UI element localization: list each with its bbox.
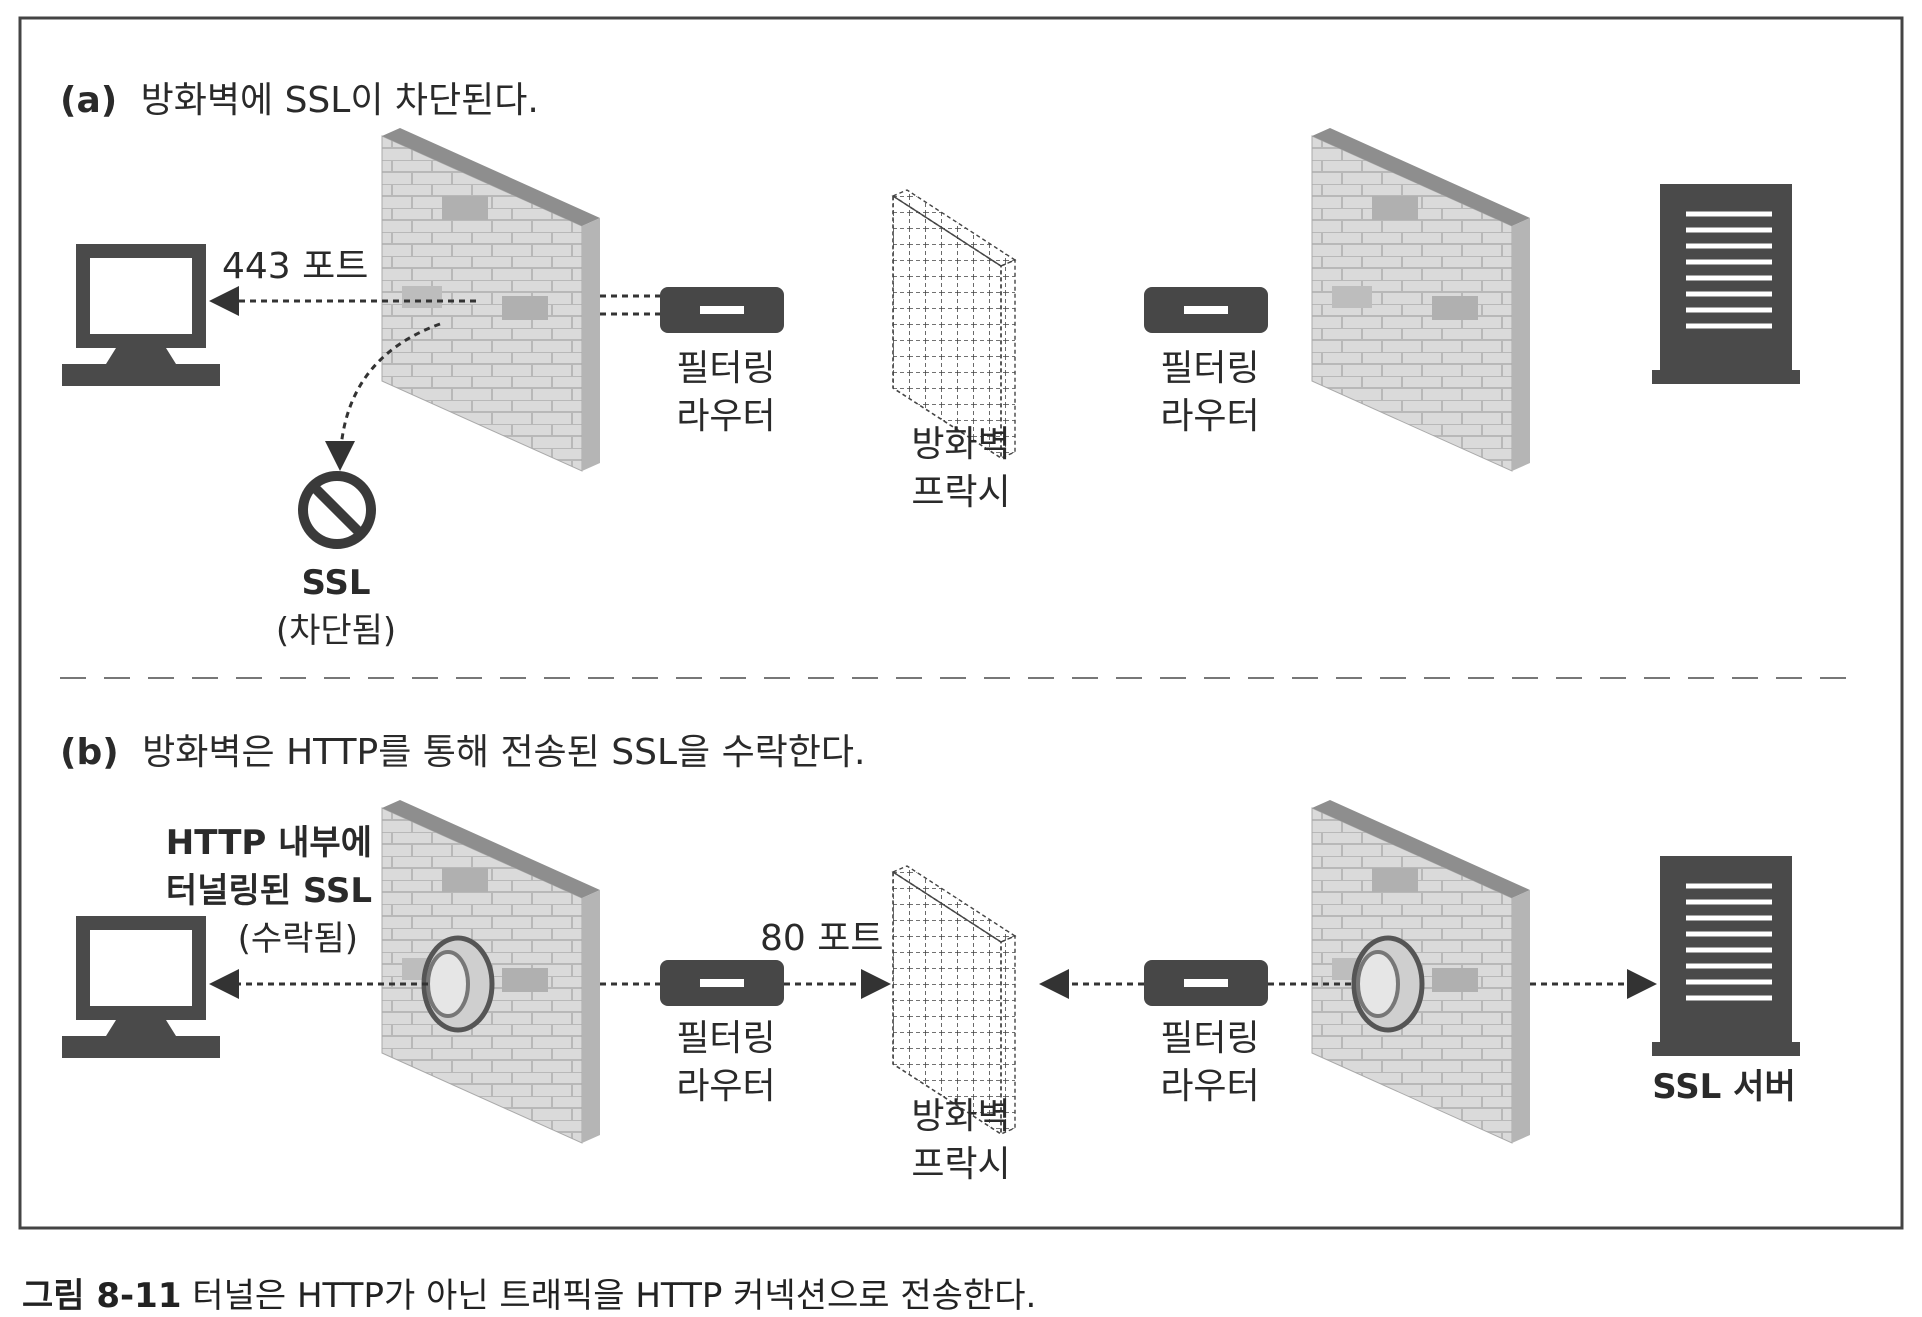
figure-caption: 그림 8-11 터널은 HTTP가 아닌 트래픽을 HTTP 커넥션으로 전송한… <box>22 1268 1036 1317</box>
blocked-label: SSL <box>301 563 370 603</box>
svg-text:(a) 방화벽에 SSL이 차단된다.: (a) 방화벽에 SSL이 차단된다. <box>60 80 539 121</box>
proxy-mesh-icon <box>892 189 1016 459</box>
diagram-frame <box>18 16 1904 1230</box>
router-icon <box>660 287 784 333</box>
server-label: SSL 서버 <box>1652 1067 1796 1107</box>
router-label: 필터링 <box>1160 1018 1259 1059</box>
tunnel-label: 터널링된 SSL <box>166 871 372 911</box>
tunnel-label: HTTP 내부에 <box>166 823 372 863</box>
tunnel-label: (수락됨) <box>238 919 358 959</box>
router-label: 라우터 <box>676 1066 775 1107</box>
figure-number: 그림 8-11 <box>22 1276 182 1316</box>
proxy-label: 방화벽 <box>911 424 1010 465</box>
proxy-label: 프락시 <box>911 472 1010 513</box>
computer-icon <box>62 916 220 1058</box>
computer-icon <box>62 244 220 386</box>
tunnel-ring-icon <box>1351 935 1425 1033</box>
firewall-wall-icon <box>1311 127 1531 472</box>
router-icon <box>660 960 784 1006</box>
router-label: 라우터 <box>676 396 775 437</box>
svg-text:(b) 방화벽은 HTTP를 통해 전송된 SSL을: (b) 방화벽은 HTTP를 통해 전송된 SSL을 수락한다. <box>60 732 866 773</box>
panel-b-title: 방화벽은 HTTP를 통해 전송된 SSL을 수락한다. <box>142 732 865 773</box>
firewall-wall-icon <box>381 127 601 472</box>
arrow-to-blocked <box>325 322 441 471</box>
panel-a-title: 방화벽에 SSL이 차단된다. <box>141 80 539 121</box>
proxy-label: 방화벽 <box>911 1096 1010 1137</box>
panel-a-prefix: (a) <box>60 80 117 121</box>
router-label: 라우터 <box>1160 1066 1259 1107</box>
blocked-label: (차단됨) <box>276 611 396 651</box>
router-icon <box>1144 287 1268 333</box>
proxy-label: 프락시 <box>911 1144 1010 1185</box>
tunnel-ring-icon <box>421 935 495 1033</box>
server-icon <box>1652 184 1800 384</box>
blocked-icon <box>298 471 376 549</box>
router-icon <box>1144 960 1268 1006</box>
router-label: 라우터 <box>1160 396 1259 437</box>
port-label-80: 80 포트 <box>760 918 884 959</box>
panel-b-prefix: (b) <box>60 732 119 773</box>
router-label: 필터링 <box>676 348 775 389</box>
server-icon <box>1652 856 1800 1056</box>
router-label: 필터링 <box>676 1018 775 1059</box>
port-label-443: 443 포트 <box>222 246 368 287</box>
figure-caption-text: 터널은 HTTP가 아닌 트래픽을 HTTP 커넥션으로 전송한다. <box>192 1276 1037 1316</box>
router-label: 필터링 <box>1160 348 1259 389</box>
proxy-mesh-icon <box>892 865 1016 1135</box>
